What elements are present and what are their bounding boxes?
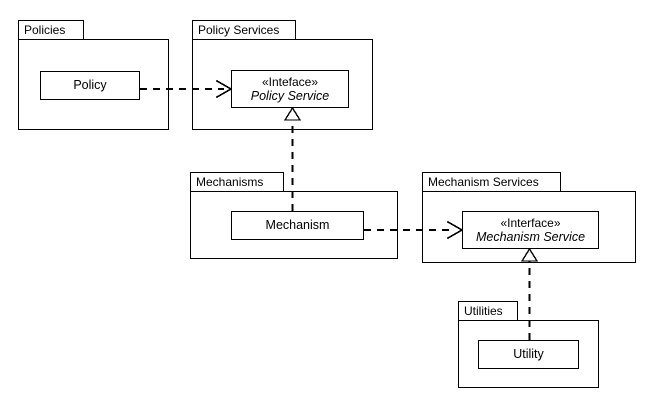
classifier-utility[interactable]: Utility [478,340,579,369]
classifier-mechanism[interactable]: Mechanism [231,211,364,240]
classifier-policy-service-stereotype: «Inteface» [261,74,319,89]
classifier-policy-service-name: Policy Service [250,88,330,103]
classifier-mechanism-service[interactable]: «Interface» Mechanism Service [462,211,599,249]
classifier-mechanism-name: Mechanism [265,218,330,233]
package-mechanisms-label: Mechanisms [196,175,264,189]
package-policy-services-label: Policy Services [198,23,280,37]
classifier-mechanism-service-name: Mechanism Service [475,229,586,244]
package-policies-tab: Policies [18,20,84,40]
classifier-mechanism-service-stereotype: «Interface» [500,215,561,230]
package-mechanism-services-label: Mechanism Services [428,175,539,189]
package-policy-services-tab: Policy Services [192,20,296,40]
classifier-policy[interactable]: Policy [40,71,140,100]
package-utilities-tab: Utilities [458,301,518,321]
package-policies-label: Policies [24,23,66,37]
classifier-policy-service[interactable]: «Inteface» Policy Service [231,70,349,108]
package-utilities-label: Utilities [464,304,503,318]
package-mechanism-services-tab: Mechanism Services [422,172,561,192]
classifier-utility-name: Utility [513,347,544,362]
classifier-policy-name: Policy [73,78,107,93]
package-mechanisms-tab: Mechanisms [190,172,284,192]
